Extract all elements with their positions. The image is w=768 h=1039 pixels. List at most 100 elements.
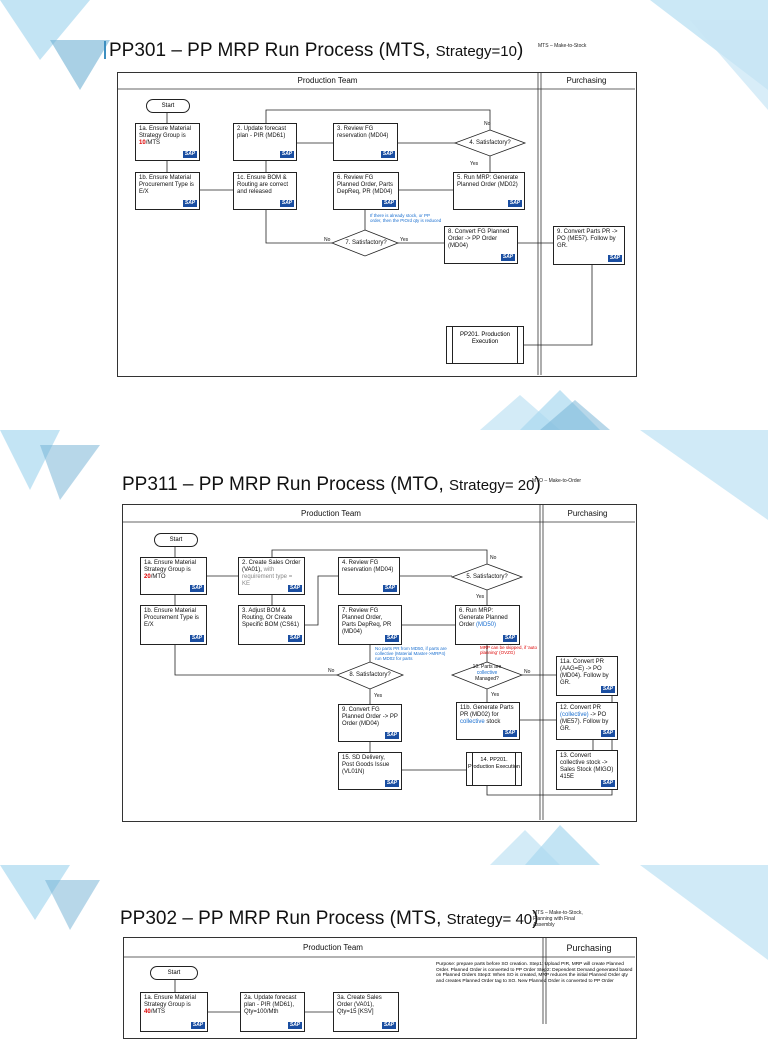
step-1a-box: 1a. Ensure Material Strategy Group is 10… xyxy=(135,123,200,161)
decision-5: 5. Satisfactory? xyxy=(466,574,508,580)
purpose-note: Purpose: prepare parts before SO creatio… xyxy=(436,962,633,984)
step-3-box: 3. Adjust BOM & Routing, Or Create Speci… xyxy=(238,605,305,645)
sap-logo: SAP xyxy=(191,1022,205,1029)
step-2-box: 2. Create Sales Order (VA01), with requi… xyxy=(238,557,305,595)
sap-logo: SAP xyxy=(503,730,517,737)
step-6-box: 6. Review FG Planned Order, Parts DepReq… xyxy=(333,172,399,210)
lane-production-team: Production Team xyxy=(297,76,358,85)
slide-title: PP302 – PP MRP Run Process (MTS, Strateg… xyxy=(120,908,538,930)
lane-purchasing: Purchasing xyxy=(566,943,612,953)
note-parts-pr: No parts PR from MD50, if parts are coll… xyxy=(375,646,447,661)
sap-logo: SAP xyxy=(183,151,197,158)
sap-logo: SAP xyxy=(385,780,399,787)
step-5-box: 5. Run MRP: Generate Planned Order (MD02… xyxy=(453,172,525,210)
step-9-box: 9. Convert Parts PR -> PO (ME57). Follow… xyxy=(553,226,625,265)
process-frame xyxy=(117,72,637,377)
sap-logo: SAP xyxy=(601,730,615,737)
sap-logo: SAP xyxy=(190,585,204,592)
title-strategy: Strategy= 20 xyxy=(449,477,535,494)
step-7-box: 7. Review FG Planned Order, Parts DepReq… xyxy=(338,605,402,645)
sap-logo: SAP xyxy=(385,635,399,642)
sap-logo: SAP xyxy=(280,200,294,207)
step-2-box: 2. Update forecast plan - PIR (MD61) SAP xyxy=(233,123,297,161)
sap-logo: SAP xyxy=(508,200,522,207)
step-1c-box: 1c. Ensure BOM & Routing are correct and… xyxy=(233,172,297,210)
lane-purchasing: Purchasing xyxy=(566,76,607,85)
step-11b-box: 11b. Generate Parts PR (MD02) for collec… xyxy=(456,702,520,740)
step-8-box: 8. Convert FG Planned Order -> PP Order … xyxy=(444,226,518,264)
decision-4: 4. Satisfactory? xyxy=(469,140,511,146)
sap-logo: SAP xyxy=(382,200,396,207)
lane-production-team: Production Team xyxy=(301,509,361,518)
sap-logo: SAP xyxy=(381,151,395,158)
label-yes: Yes xyxy=(470,161,479,167)
sap-logo: SAP xyxy=(288,1022,302,1029)
label-no: No xyxy=(328,668,335,674)
title-close: ) xyxy=(516,40,524,61)
label-yes: Yes xyxy=(491,692,500,698)
sap-logo: SAP xyxy=(183,200,197,207)
step-13-box: 13. Convert collective stock -> Sales St… xyxy=(556,750,618,790)
sap-logo: SAP xyxy=(385,732,399,739)
sap-logo: SAP xyxy=(503,635,517,642)
step-1b-box: 1b. Ensure Material Procurement Type is … xyxy=(135,172,200,210)
decision-7: 7. Satisfactory? xyxy=(345,240,387,246)
slide-title: PP301 – PP MRP Run Process (MTS, Strateg… xyxy=(104,40,523,62)
title-strategy: Strategy= 40 xyxy=(446,911,533,928)
title-strategy: Strategy=10 xyxy=(435,43,517,60)
strategy-note: MTO – Make-to-Order xyxy=(532,478,582,484)
step-2a-box: 2a. Update forecast plan - PIR (MD61), Q… xyxy=(240,992,305,1032)
sap-logo: SAP xyxy=(280,151,294,158)
sap-logo: SAP xyxy=(608,255,622,262)
step-11a-box: 11a. Convert PR (AAG=E) -> PO (MD04). Fo… xyxy=(556,656,618,696)
label-no: No xyxy=(324,237,331,243)
step-1b-box: 1b. Ensure Material Procurement Type is … xyxy=(140,605,207,645)
strategy-note: MTS – Make-to-Stock xyxy=(538,43,587,49)
pp201-process: PP201. Production Execution xyxy=(446,326,524,364)
sap-logo: SAP xyxy=(382,1022,396,1029)
sap-logo: SAP xyxy=(190,635,204,642)
sap-logo: SAP xyxy=(288,635,302,642)
label-yes: Yes xyxy=(400,237,409,243)
decision-8: 8. Satisfactory? xyxy=(349,672,391,678)
step-9-box: 9. Convert FG Planned Order -> PP Order … xyxy=(338,704,402,742)
label-no: No xyxy=(490,555,497,561)
sap-logo: SAP xyxy=(288,585,302,592)
title-main: PP301 – PP MRP Run Process (MTS, xyxy=(109,40,431,61)
label-no: No xyxy=(484,121,491,127)
title-close: ) xyxy=(532,908,539,929)
step-15-box: 15. SD Delivery, Post Goods Issue (VL01N… xyxy=(338,752,402,790)
start-terminator: Start xyxy=(154,533,198,547)
flow-lines xyxy=(117,72,635,375)
start-terminator: Start xyxy=(150,966,198,980)
sap-logo: SAP xyxy=(501,254,515,261)
title-accent-bar xyxy=(104,41,106,59)
lane-production-team: Production Team xyxy=(303,943,363,952)
sap-logo: SAP xyxy=(601,780,615,787)
step-1a-box: 1a. Ensure Material Strategy Group is 40… xyxy=(140,992,208,1032)
note-stock: If there is already stock, or PP order, … xyxy=(370,213,442,223)
title-main: PP302 – PP MRP Run Process (MTS, xyxy=(120,908,442,929)
note-mrp-skip: MRP can be skipped, if 'auto planning' (… xyxy=(480,645,538,655)
sap-logo: SAP xyxy=(601,686,615,693)
slide-title: PP311 – PP MRP Run Process (MTO, Strateg… xyxy=(122,474,541,496)
step-6-box: 6. Run MRP: Generate Planned Order (MD50… xyxy=(455,605,520,645)
step-3-box: 3. Review FG reservation (MD04) SAP xyxy=(333,123,398,161)
label-yes: Yes xyxy=(476,594,485,600)
pp201-process: 14. PP201. Production Execution xyxy=(466,752,522,786)
title-main: PP311 – PP MRP Run Process (MTO, xyxy=(122,474,444,495)
step-3a-box: 3a. Create Sales Order (VA01), Qty=15 [K… xyxy=(333,992,399,1032)
lane-purchasing: Purchasing xyxy=(567,509,608,518)
step-4-box: 4. Review FG reservation (MD04) SAP xyxy=(338,557,400,595)
label-no: No xyxy=(524,669,531,675)
start-terminator: Start xyxy=(146,99,190,113)
step-1a-box: 1a. Ensure Material Strategy Group is 20… xyxy=(140,557,207,595)
label-yes: Yes xyxy=(374,693,383,699)
step-12-box: 12. Convert PR (collective) -> PO (ME57)… xyxy=(556,702,618,740)
strategy-note: MTS – Make-to-Stock, Planning with Final… xyxy=(533,910,583,928)
sap-logo: SAP xyxy=(383,585,397,592)
title-close: ) xyxy=(534,474,541,495)
